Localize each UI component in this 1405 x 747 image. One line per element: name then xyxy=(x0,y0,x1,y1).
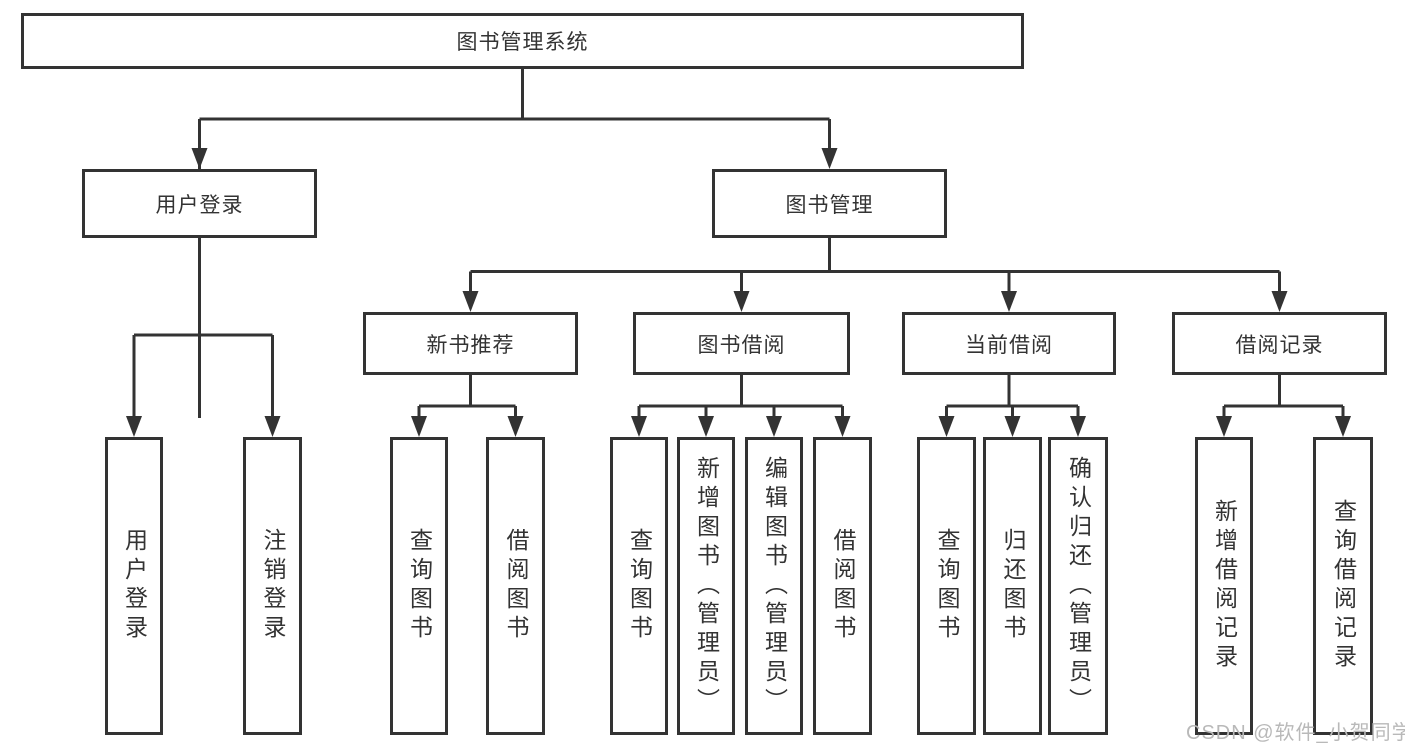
arrowhead-leaf xyxy=(1004,416,1021,437)
leaf-records-add-record: 新增借阅记录 xyxy=(1195,437,1253,735)
arrowhead-leaf xyxy=(1216,416,1232,437)
node-module-book-borrow: 图书借阅 xyxy=(633,312,850,375)
arrowhead-module-current xyxy=(1001,291,1017,312)
leaf-user-login: 用户登录 xyxy=(105,437,163,735)
connector-records-children xyxy=(1222,375,1345,418)
node-user-login-branch: 用户登录 xyxy=(82,169,317,238)
leaf-label: 用户登录 xyxy=(121,528,148,644)
connector-newbook-children xyxy=(417,375,517,418)
leaf-newbook-query-books: 查询图书 xyxy=(390,437,448,735)
arrowhead-leaf-logout xyxy=(264,416,281,437)
arrowhead-leaf xyxy=(507,416,524,437)
arrowhead-book-management xyxy=(821,148,838,169)
node-root-system: 图书管理系统 xyxy=(21,13,1024,69)
leaf-label: 新增借阅记录 xyxy=(1211,499,1238,673)
leaf-borrow-borrow-books: 借阅图书 xyxy=(813,437,872,735)
leaf-label: 借阅图书 xyxy=(503,528,529,644)
arrowhead-leaf xyxy=(766,416,782,437)
node-root-label: 图书管理系统 xyxy=(456,31,589,54)
node-label: 图书借阅 xyxy=(697,333,786,357)
arrowhead-leaf xyxy=(631,416,647,437)
node-module-borrow-records: 借阅记录 xyxy=(1172,312,1387,375)
node-label: 用户登录 xyxy=(155,193,244,217)
leaf-borrow-add-books-admin: 新增图书（管理员） xyxy=(677,437,735,735)
node-label: 新书推荐 xyxy=(426,333,515,357)
arrowhead-leaf-login xyxy=(126,416,142,437)
leaf-label: 确认归还（管理员） xyxy=(1065,455,1092,717)
arrowhead-leaf xyxy=(834,416,851,437)
leaf-label: 新增图书（管理员） xyxy=(693,455,720,717)
connector-book-management-modules xyxy=(469,238,1281,293)
connector-user-login-children xyxy=(132,238,274,418)
leaf-label: 查询图书 xyxy=(934,528,960,644)
arrowhead-module-records xyxy=(1271,291,1288,312)
leaf-newbook-borrow-books: 借阅图书 xyxy=(486,437,545,735)
node-book-management-branch: 图书管理 xyxy=(712,169,947,238)
connector-current-children xyxy=(945,375,1080,418)
arrowhead-leaf xyxy=(938,416,955,437)
leaf-current-return-books: 归还图书 xyxy=(983,437,1042,735)
arrowhead-leaf xyxy=(698,416,714,437)
connector-borrow-children xyxy=(637,375,844,418)
node-label: 当前借阅 xyxy=(965,333,1053,357)
arrowhead-leaf xyxy=(411,416,427,437)
leaf-label: 借阅图书 xyxy=(830,528,856,644)
leaf-logout: 注销登录 xyxy=(243,437,302,735)
arrowhead-module-borrow xyxy=(733,291,750,312)
arrowhead-leaf xyxy=(1335,416,1351,437)
leaf-label: 注销登录 xyxy=(260,528,286,644)
arrowhead-module-newbook xyxy=(462,291,479,312)
node-module-current-borrow: 当前借阅 xyxy=(902,312,1116,375)
leaf-current-query-books: 查询图书 xyxy=(917,437,976,735)
leaf-records-query-record: 查询借阅记录 xyxy=(1313,437,1373,735)
leaf-borrow-edit-books-admin: 编辑图书（管理员） xyxy=(745,437,803,735)
leaf-label: 编辑图书（管理员） xyxy=(761,455,788,717)
node-label: 图书管理 xyxy=(785,193,874,217)
leaf-label: 查询图书 xyxy=(626,528,653,644)
leaf-label: 归还图书 xyxy=(1000,528,1026,644)
leaf-label: 查询图书 xyxy=(406,528,433,644)
csdn-watermark: CSDN @软件_小贺同学 xyxy=(1186,722,1405,744)
leaf-borrow-query-books: 查询图书 xyxy=(610,437,668,735)
arrowhead-user-login xyxy=(191,148,208,169)
leaf-current-confirm-return-admin: 确认归还（管理员） xyxy=(1048,437,1108,735)
arrowhead-leaf xyxy=(1070,416,1086,437)
node-label: 借阅记录 xyxy=(1235,333,1324,357)
node-module-new-book-recommend: 新书推荐 xyxy=(363,312,578,375)
leaf-label: 查询借阅记录 xyxy=(1330,499,1357,673)
